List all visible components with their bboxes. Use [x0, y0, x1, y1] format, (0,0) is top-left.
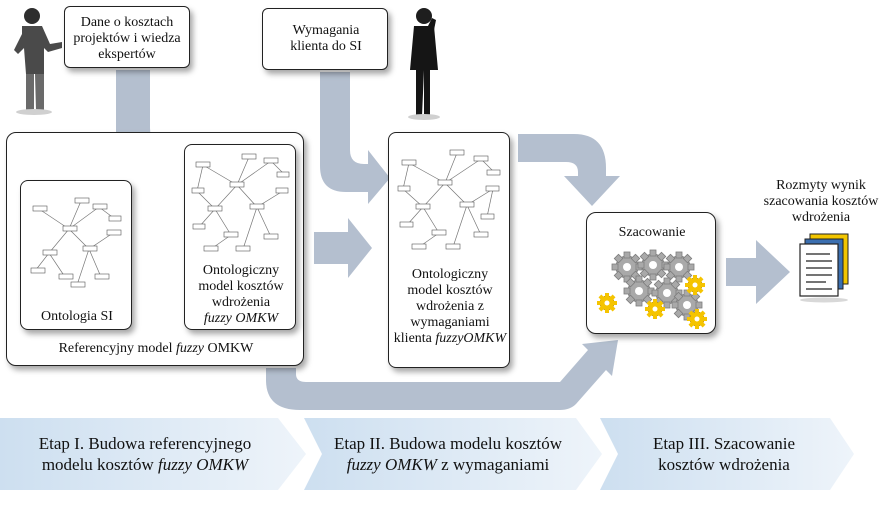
ontological-model-graph-icon: [191, 153, 290, 252]
ontology-si-box: Ontologia SI: [20, 180, 132, 330]
requirements-model-box: Ontologiczny model kosztów wdrożenia z w…: [388, 132, 510, 368]
ontological-model-line4: fuzzy OMKW: [185, 311, 297, 327]
stage-3-label: Etap III. Szacowanie kosztów wdrożenia: [608, 433, 840, 475]
requirements-model-line4: wymaganiami: [410, 315, 490, 330]
requirements-model-line2: model kosztów: [407, 283, 493, 298]
requirements-model-label: Ontologiczny model kosztów wdrożenia z w…: [389, 267, 511, 347]
stage-2-suffix: z wymaganiami: [441, 455, 550, 474]
stage-3-line1: Etap III. Szacowanie: [652, 434, 796, 453]
stage-3-chevron: [600, 418, 854, 490]
reference-model-label-fuzzy: fuzzy: [176, 341, 204, 356]
arrow-bypass-to-estimation: [266, 340, 618, 410]
requirements-model-omkw: OMKW: [463, 331, 507, 346]
reference-model-label: Referencyjny model fuzzy OMKW: [7, 341, 305, 357]
ontological-model-line2: model kosztów: [198, 279, 284, 294]
stage-2-fuzzy: fuzzy: [346, 455, 381, 474]
stage-2-label: Etap II. Budowa modelu kosztów fuzzy OMK…: [306, 433, 590, 475]
result-label: Rozmyty wynik szacowania kosztów wdrożen…: [763, 178, 879, 225]
ontological-model-line1: Ontologiczny: [202, 263, 280, 278]
requirements-model-fuzzy: fuzzy: [435, 331, 464, 346]
client-requirements-box: Wymagania klienta do SI: [262, 8, 388, 70]
person-left-icon: [14, 8, 62, 115]
ontological-model-fuzzy: fuzzy: [203, 311, 232, 326]
person-right-icon: [408, 8, 440, 120]
ontology-si-label: Ontologia SI: [41, 309, 113, 324]
estimation-label: Szacowanie: [618, 225, 686, 240]
requirements-model-line3: wdrożenia z: [415, 299, 485, 314]
requirements-model-line5: klienta fuzzyOMKW: [389, 331, 511, 347]
stage-2-line2: fuzzy OMKW z wymaganiami: [306, 454, 590, 475]
stage-2-chevron: [304, 418, 602, 490]
stage-1-chevron: [0, 418, 306, 490]
reference-model-label-prefix: Referencyjny model: [58, 341, 173, 356]
ontological-model-omkw: OMKW: [235, 311, 279, 326]
reference-model-label-omkw: OMKW: [207, 341, 254, 356]
requirements-model-client: klienta: [393, 331, 432, 346]
gears-icon: [596, 249, 708, 330]
ontological-model-label: Ontologiczny model kosztów wdrożenia fuz…: [185, 263, 297, 327]
stage-1-omkw: OMKW: [196, 455, 249, 474]
stage-2-omkw: OMKW: [384, 455, 437, 474]
ontological-model-line3: wdrożenia: [211, 295, 271, 310]
arrow-req-model-to-estimation: [518, 134, 620, 206]
stage-1-prefix: modelu kosztów: [41, 455, 154, 474]
ontology-graph-icon: [30, 197, 122, 288]
ontological-model-box: Ontologiczny model kosztów wdrożenia fuz…: [184, 144, 296, 330]
cost-data-label: Dane o kosztach projektów i wiedza ekspe…: [73, 15, 181, 62]
stage-1-line1: Etap I. Budowa referencyjnego: [38, 434, 252, 453]
requirements-model-graph-icon: [397, 149, 501, 250]
stage-1-fuzzy: fuzzy: [157, 455, 192, 474]
stage-2-line1: Etap II. Budowa modelu kosztów: [333, 434, 563, 453]
arrow-reference-to-req-model: [314, 218, 372, 278]
stage-3-line2: kosztów wdrożenia: [658, 455, 790, 474]
estimation-box: Szacowanie: [586, 212, 716, 334]
stage-1-label: Etap I. Budowa referencyjnego modelu kos…: [0, 433, 290, 475]
stage-1-line2: modelu kosztów fuzzy OMKW: [0, 454, 290, 475]
cost-data-box: Dane o kosztach projektów i wiedza ekspe…: [64, 6, 190, 68]
document-stack-icon: [799, 233, 849, 303]
requirements-model-line1: Ontologiczny: [411, 267, 489, 282]
arrow-requirements-to-model: [320, 72, 390, 204]
arrow-estimation-to-result: [726, 240, 790, 304]
client-requirements-label: Wymagania klienta do SI: [290, 23, 362, 54]
